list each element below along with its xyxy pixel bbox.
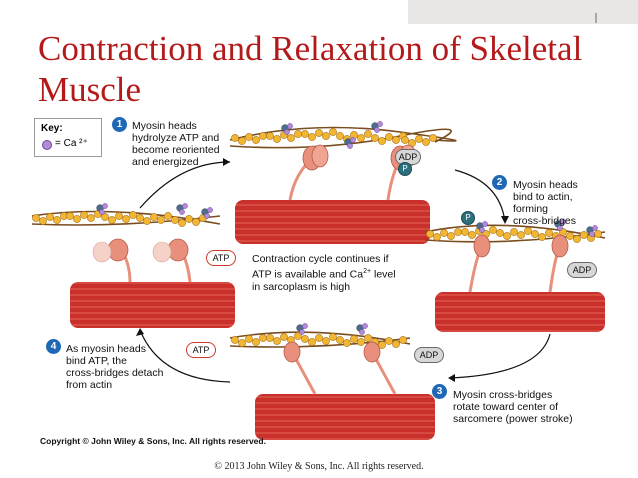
step-4-badge: 4 bbox=[46, 339, 61, 354]
step-2-badge: 2 bbox=[492, 175, 507, 190]
caption-line-2b: level bbox=[371, 268, 396, 280]
top-thin-filament bbox=[229, 121, 457, 149]
calcium-dot-icon bbox=[42, 140, 52, 150]
figure-copyright: Copyright © John Wiley & Sons, Inc. All … bbox=[40, 436, 266, 446]
diagram-key: Key: = Ca ²⁺ bbox=[34, 118, 102, 157]
bottom-thin-filament bbox=[229, 323, 411, 348]
step-1-caption: Myosin heads hydrolyze ATP and become re… bbox=[132, 120, 220, 168]
caption-line-1: Contraction cycle continues if bbox=[252, 253, 389, 265]
atp-label-bottom: ATP bbox=[186, 342, 216, 358]
left-thick-filament bbox=[70, 238, 235, 328]
step-3-caption: Myosin cross-bridges rotate toward cente… bbox=[453, 389, 573, 425]
left-thin-filament bbox=[31, 203, 221, 226]
step-1-badge: 1 bbox=[112, 117, 127, 132]
title-bar bbox=[0, 0, 638, 28]
atp-label-left: ATP bbox=[206, 250, 236, 266]
key-title: Key: bbox=[41, 123, 63, 134]
slide-title: Contraction and Relaxation of Skeletal M… bbox=[38, 29, 583, 109]
right-thick-filament bbox=[435, 234, 605, 332]
key-label: = Ca ²⁺ bbox=[55, 138, 88, 149]
title-bar-shade bbox=[408, 0, 638, 24]
title-bar-tick bbox=[595, 13, 597, 23]
step-2-caption: Myosin heads bind to actin, forming cros… bbox=[513, 179, 578, 227]
bottom-thick-filament bbox=[255, 341, 435, 440]
cycle-arrows bbox=[136, 158, 551, 383]
caption-sup: 2+ bbox=[363, 267, 372, 275]
caption-line-2a: ATP is available and Ca bbox=[252, 268, 364, 280]
step-4-caption: As myosin heads bind ATP, the cross-brid… bbox=[66, 343, 164, 391]
adp-label-bottom: ADP bbox=[414, 347, 444, 363]
step-3-badge: 3 bbox=[432, 384, 447, 399]
phosphate-right-icon: P bbox=[461, 211, 475, 225]
adp-label-right: ADP bbox=[567, 262, 597, 278]
phosphate-top-icon: P bbox=[398, 162, 412, 176]
cycle-condition-caption: Contraction cycle continues if ATP is av… bbox=[252, 253, 417, 293]
right-thin-filament bbox=[424, 219, 606, 242]
caption-line-3: in sarcoplasm is high bbox=[252, 280, 351, 293]
slide-footer: © 2013 John Wiley & Sons, Inc. All right… bbox=[214, 461, 424, 472]
